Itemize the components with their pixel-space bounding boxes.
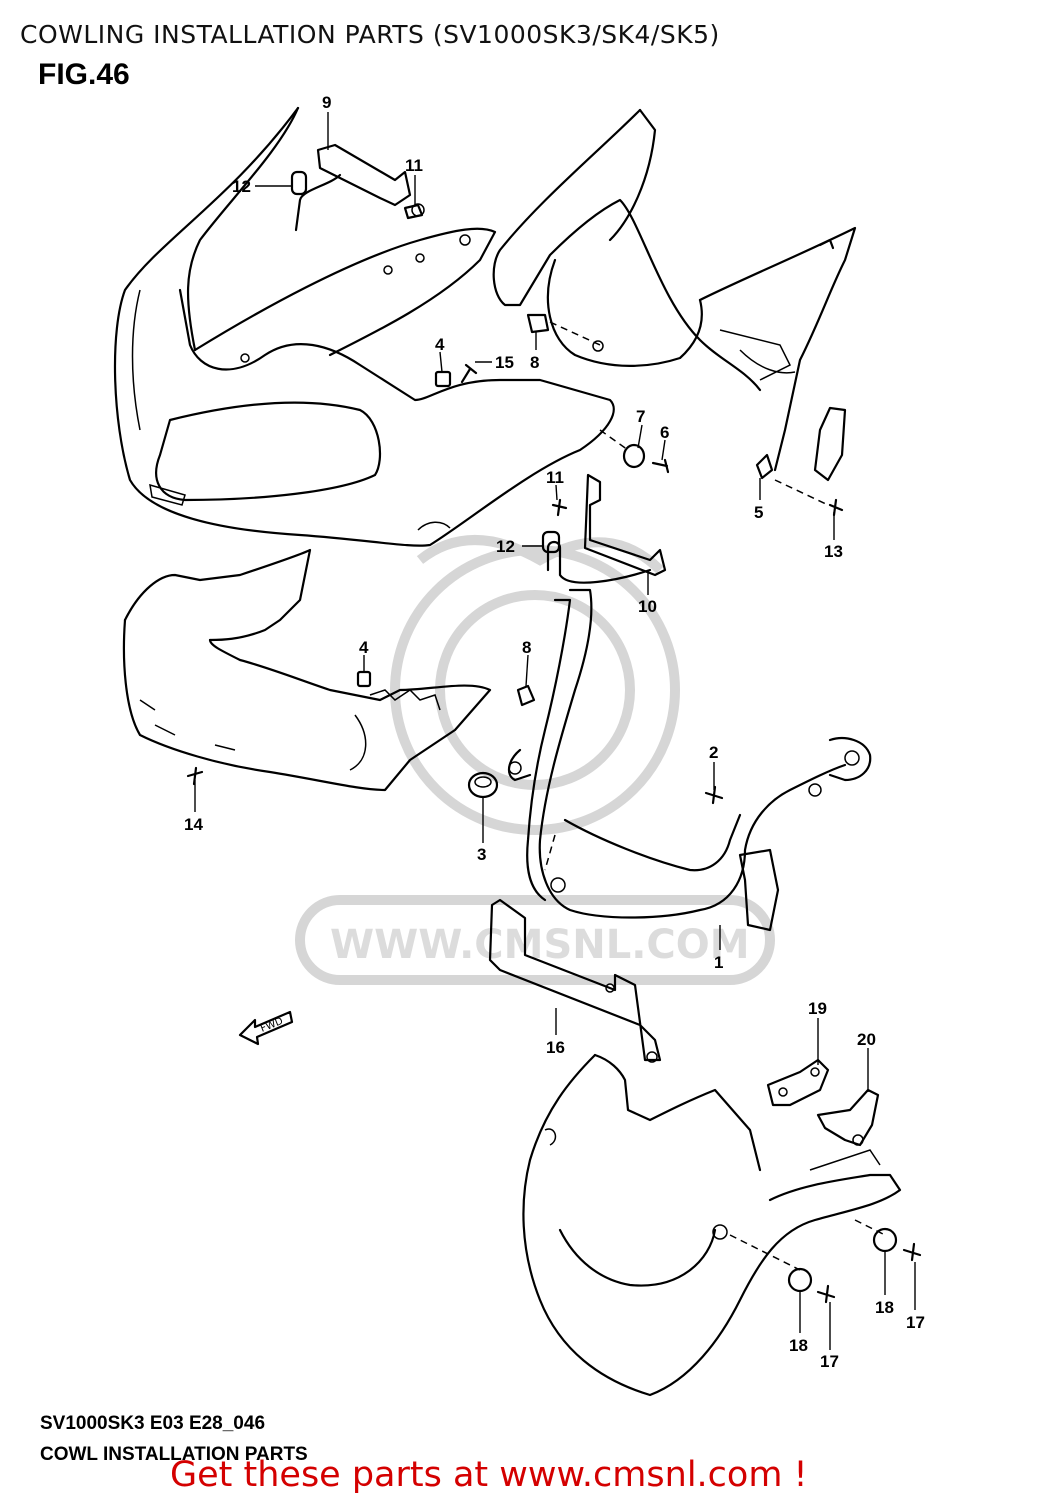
lower-cowl-left [122, 548, 492, 792]
callout-18-left: 18 [789, 1336, 808, 1355]
callout-17-right: 17 [906, 1313, 925, 1332]
callout-19: 19 [808, 999, 827, 1018]
callout-2: 2 [709, 743, 718, 762]
upper-cowl [113, 106, 615, 547]
callout-16: 16 [546, 1038, 565, 1057]
callout-4-lower: 4 [359, 638, 369, 657]
forward-arrow-icon [238, 1010, 294, 1046]
page-title: COWLING INSTALLATION PARTS (SV1000SK3/SK… [20, 20, 720, 49]
callout-4: 4 [435, 335, 445, 354]
figure-number: FIG.46 [38, 58, 130, 91]
callout-11: 11 [405, 156, 423, 175]
leader-lines [194, 112, 916, 1350]
callout-7: 7 [636, 407, 645, 426]
callout-5: 5 [754, 503, 763, 522]
callout-6: 6 [660, 423, 669, 442]
pin-12-top [294, 173, 342, 232]
callout-13: 13 [824, 542, 843, 561]
callout-3: 3 [477, 845, 486, 864]
diagram-caption: COWL INSTALLATION PARTS [40, 1444, 308, 1465]
callout-10: 10 [638, 597, 657, 616]
bracket-20 [816, 1088, 880, 1147]
watermark-logo: WWW.CMSNL.COM [295, 535, 775, 985]
callout-12-mid: 12 [496, 537, 515, 556]
callout-18-right: 18 [875, 1298, 894, 1317]
callout-9: 9 [322, 93, 331, 112]
promo-link[interactable]: Get these parts at www.cmsnl.com ! [170, 1455, 808, 1495]
diagram-code: SV1000SK3 E03 E28_046 [40, 1413, 266, 1434]
bracket-19 [766, 1058, 830, 1107]
callout-12: 12 [232, 177, 251, 196]
callout-8-lower: 8 [522, 638, 531, 657]
callout-8: 8 [530, 353, 539, 372]
forward-arrow-label: FWD [259, 1016, 285, 1035]
callout-11-mid: 11 [546, 468, 564, 487]
callout-labels: 9 11 12 4 15 8 7 6 11 12 10 5 13 4 8 14 … [184, 93, 925, 1371]
bracket-9 [316, 143, 412, 207]
callout-14: 14 [184, 815, 203, 834]
callout-20: 20 [857, 1030, 876, 1049]
inner-cowl-panel [492, 108, 857, 482]
main-bracket-1 [507, 588, 872, 932]
under-cowl [522, 1053, 902, 1397]
callout-1: 1 [714, 953, 723, 972]
stay-16 [488, 898, 662, 1063]
callout-15: 15 [495, 353, 514, 372]
bracket-10 [583, 473, 667, 577]
fasteners: FWD [186, 143, 922, 1304]
callout-17-left: 17 [820, 1352, 839, 1371]
